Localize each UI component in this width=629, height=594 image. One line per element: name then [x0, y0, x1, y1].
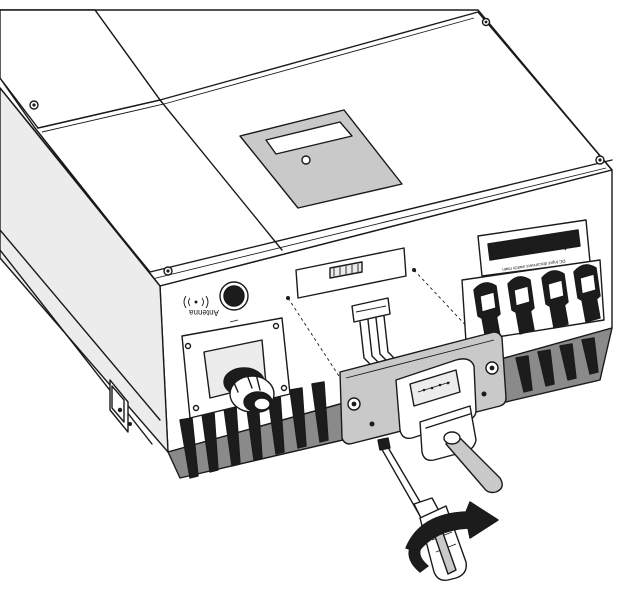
antenna-label: Antenna [189, 308, 219, 317]
antenna-port [219, 281, 249, 323]
ac-connector [181, 317, 291, 419]
communication-port [286, 247, 501, 397]
dc-input-connectors [461, 259, 605, 343]
display-panel [239, 109, 403, 209]
clockwise-rotation-arrow-icon [405, 501, 499, 573]
signal-wires [351, 297, 397, 367]
wifi-stick-module [395, 358, 503, 494]
cover-screws [29, 17, 605, 276]
wireless-signal-icon [183, 295, 209, 309]
